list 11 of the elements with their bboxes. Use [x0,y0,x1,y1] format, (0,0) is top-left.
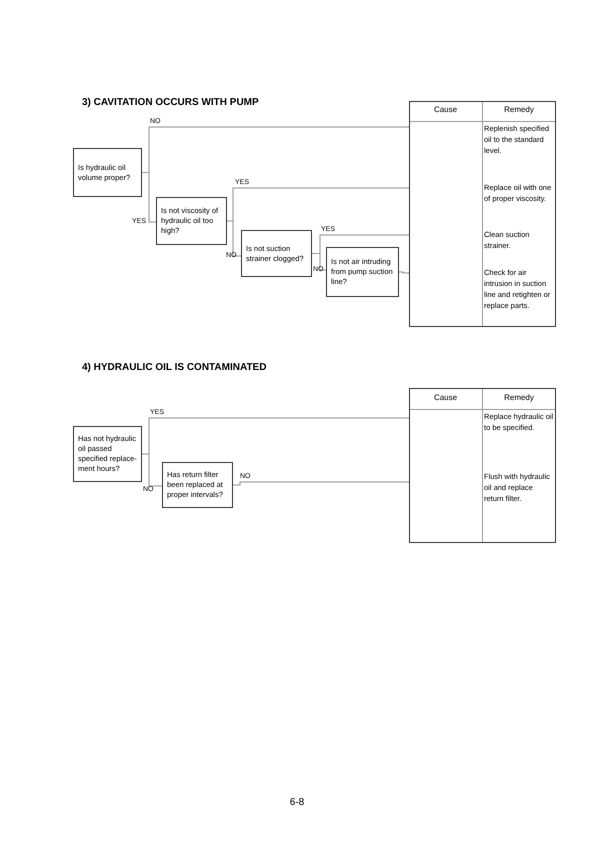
column-header: Cause [432,104,458,116]
connector-line [312,253,326,270]
column-header: Cause [432,392,458,404]
connector-line [232,482,410,486]
connector-line [398,272,410,274]
column-header: Remedy [503,104,535,116]
section-heading: 4) HYDRAULIC OIL IS CONTAMINATED [82,361,268,375]
page-number: 6-8 [288,796,306,810]
column-header: Remedy [503,392,535,404]
connector-line [226,220,242,256]
section-heading: 3) CAVITATION OCCURS WITH PUMP [82,96,260,110]
